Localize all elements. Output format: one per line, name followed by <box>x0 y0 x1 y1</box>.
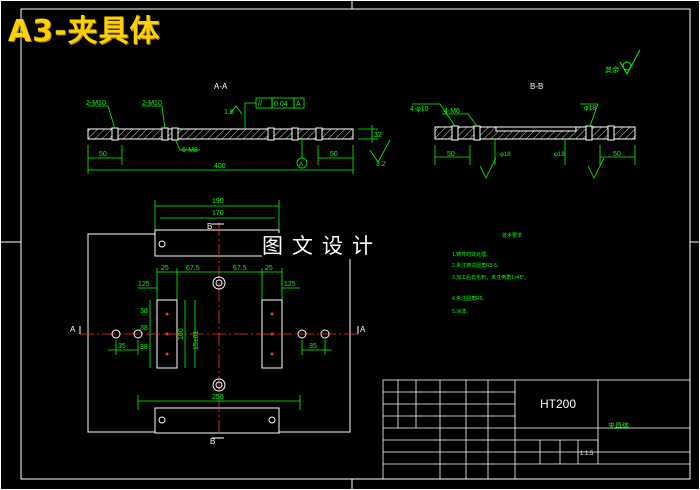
aa-roughness: 1.6 <box>224 109 234 116</box>
aa-surface-32: 3.2 <box>376 161 386 168</box>
bb-groove <box>495 126 577 132</box>
aa-hole-left-1: 2-M10 <box>86 100 106 107</box>
plan-dim-25-left: 25 <box>161 265 169 272</box>
note-item: 5.涂漆。 <box>452 308 471 315</box>
plan-dim-170: 170 <box>212 210 224 217</box>
aa-dim-total: 400 <box>214 163 226 170</box>
plan-dim-125-left: 125 <box>138 281 150 288</box>
section-aa: A-A <box>86 82 391 174</box>
section-aa-label: A-A <box>214 82 228 91</box>
bb-dim-right: 50 <box>613 151 621 158</box>
aa-flatness-icon: // <box>258 101 262 108</box>
plan-dim-675-right: 67.5 <box>233 265 247 272</box>
roughness-check-icon <box>619 49 641 76</box>
aa-tolerance-value: 0.04 <box>274 101 288 108</box>
plan-dim-125-right: 125 <box>284 281 296 288</box>
roughness-circle-icon <box>622 61 632 71</box>
tech-notes: 技术要求 1.铸件时效处理。 2.未注铸造圆角R3-5。 3.加工后去毛刺，未注… <box>452 232 529 315</box>
aa-hole-bottom: 6-M8 <box>182 147 198 154</box>
plan-view: A A B B <box>70 198 366 446</box>
plan-lug-bottom <box>154 407 280 434</box>
bb-dim-d1: φ18 <box>500 152 511 158</box>
plan-dim-38-3: 38 <box>140 344 148 351</box>
aa-dim-right: 50 <box>330 151 338 158</box>
aa-dim-height: 32 <box>374 132 382 139</box>
aa-datum-marker: A <box>299 162 303 168</box>
plan-dim-675-left: 67.5 <box>186 265 200 272</box>
bb-hole-2: 4-M6 <box>444 108 460 115</box>
aa-hole-left-2: 2-M10 <box>142 100 162 107</box>
section-a-right: A <box>360 325 366 334</box>
plan-dim-190: 190 <box>212 198 224 205</box>
section-bb: B-B 4-φ10 4-M6 φ18 50 50 φ1 <box>410 82 636 179</box>
plan-dim-15401: 15±01 <box>193 330 200 350</box>
plan-dim-256: 256 <box>212 394 224 401</box>
notes-heading: 技术要求 <box>502 232 522 239</box>
title-block-name: 夹具体 <box>608 421 629 430</box>
title-block <box>382 379 691 480</box>
section-bb-label: B-B <box>530 82 543 91</box>
plan-dim-100: 100 <box>178 328 185 340</box>
drawing-title: A3-夹具体 <box>8 14 161 49</box>
roughness-general-label: 其余 <box>605 65 619 74</box>
section-b-bottom: B <box>210 437 215 446</box>
note-item: 2.未注铸造圆角R3-5。 <box>452 262 502 269</box>
section-b-top: B <box>207 222 212 231</box>
title-block-scale: 1:1.5 <box>580 451 594 457</box>
title-block-material: HT200 <box>540 397 576 411</box>
bb-dim-d2: φ18 <box>554 152 565 158</box>
plan-lug-top <box>154 229 280 257</box>
aa-tolerance-datum: A <box>296 101 301 108</box>
inner-frame <box>20 8 691 480</box>
aa-hatch <box>88 129 353 139</box>
bb-hole-1: 4-φ10 <box>410 106 429 113</box>
plan-dim-38-1: 38 <box>140 308 148 315</box>
plan-dim-35-left: 35 <box>118 343 126 350</box>
note-item: 1.铸件时效处理。 <box>452 251 491 258</box>
aa-dim-left: 50 <box>99 151 107 158</box>
bb-dim-left: 50 <box>447 151 455 158</box>
bb-hole-3: φ18 <box>584 105 596 112</box>
plan-dim-25-right: 25 <box>265 265 273 272</box>
plan-dim-35-right: 35 <box>309 343 317 350</box>
plan-dim-38-2: 38 <box>140 325 148 332</box>
note-item: 3.加工后去毛刺，未注倒角1×45°。 <box>452 274 529 281</box>
note-item: 4.未注圆角R5。 <box>452 295 488 302</box>
watermark-overlay: 图文设计 <box>262 233 432 259</box>
section-a-left: A <box>70 325 76 334</box>
